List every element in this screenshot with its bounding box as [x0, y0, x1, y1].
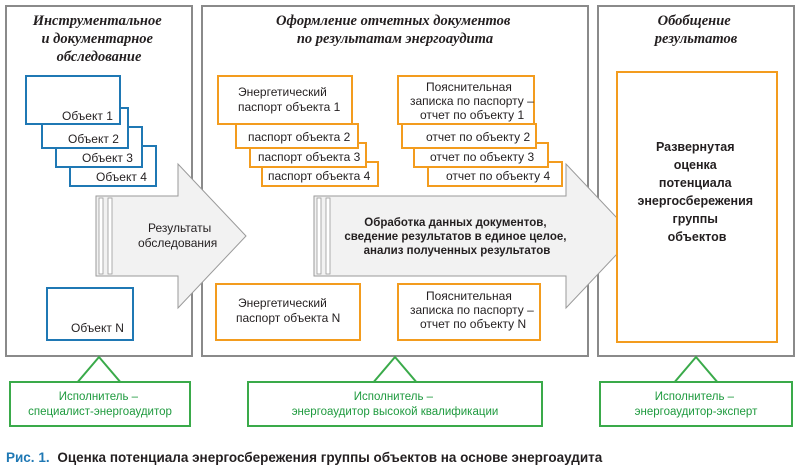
object-label-1: Объект 1: [62, 109, 113, 123]
passport-label-n: Энергетический паспорт объекта N: [236, 296, 340, 325]
summary-title: Обобщение результатов: [653, 13, 738, 47]
passport-label-1: Энергетический паспорт объекта 1: [238, 85, 341, 114]
note-card-n: [397, 283, 541, 341]
caption-text: Оценка потенциала энергосбережения групп…: [57, 450, 602, 465]
processing-label: Обработка данных документов, сведение ре…: [344, 217, 569, 257]
object-label-2: Объект 2: [68, 132, 119, 146]
executor-1-box: [9, 381, 191, 427]
note-stack: отчет по объекту 4 отчет по объекту 3 от…: [397, 75, 563, 187]
object-card-1: [25, 75, 121, 125]
object-label-n: Объект N: [71, 321, 124, 335]
caption-label: Рис. 1.: [6, 450, 50, 465]
note-label-2: отчет по объекту 2: [426, 130, 530, 144]
executor-1: Исполнитель – специалист-энергоаудитор: [9, 355, 191, 427]
passport-label-4: паспорт объекта 4: [268, 169, 371, 183]
note-label-4: отчет по объекту 4: [446, 169, 550, 183]
passport-label-2: паспорт объекта 2: [248, 130, 351, 144]
object-card-n: [46, 287, 134, 341]
executor-3-label: Исполнитель – энергоаудитор-эксперт: [635, 391, 758, 418]
survey-results-label: Результаты обследования: [138, 221, 217, 250]
passport-label-3: паспорт объекта 3: [258, 150, 361, 164]
passport-card-2: [235, 123, 359, 149]
result-text: Развернутая оценка потенциала энергосбер…: [637, 140, 756, 244]
passport-card-1: [217, 75, 353, 125]
survey-title: Инструментальное и документарное обследо…: [32, 13, 166, 65]
figure-caption: Рис. 1. Оценка потенциала энергосбережен…: [6, 450, 603, 465]
processing-arrow: Обработка данных документов, сведение ре…: [313, 162, 635, 310]
executor-3: Исполнитель – энергоаудитор-эксперт: [599, 355, 793, 427]
documents-title: Оформление отчетных документов по резуль…: [276, 13, 514, 47]
note-label-1: Пояснительная записка по паспорту – отче…: [410, 80, 537, 122]
passport-card-n: [215, 283, 361, 341]
executor-3-box: [599, 381, 793, 427]
survey-results-arrow: Результаты обследования: [95, 162, 247, 310]
note-label-n: Пояснительная записка по паспорту – отче…: [410, 289, 537, 331]
object-label-3: Объект 3: [82, 151, 133, 165]
passport-stack: паспорт объекта 4 паспорт объекта 3 пасп…: [217, 75, 379, 187]
object-stack: Объект 4 Объект 3 Объект 2 Объект 1: [25, 75, 157, 187]
executor-2-box: [247, 381, 543, 427]
executor-2-label: Исполнитель – энергоаудитор высокой квал…: [292, 391, 499, 418]
executor-1-label: Исполнитель – специалист-энергоаудитор: [28, 391, 172, 418]
note-card-2: [401, 123, 537, 149]
note-card-1: [397, 75, 535, 125]
executor-2: Исполнитель – энергоаудитор высокой квал…: [247, 355, 543, 427]
object-label-4: Объект 4: [96, 170, 147, 184]
result-box: [616, 71, 778, 343]
note-label-3: отчет по объекту 3: [430, 150, 534, 164]
